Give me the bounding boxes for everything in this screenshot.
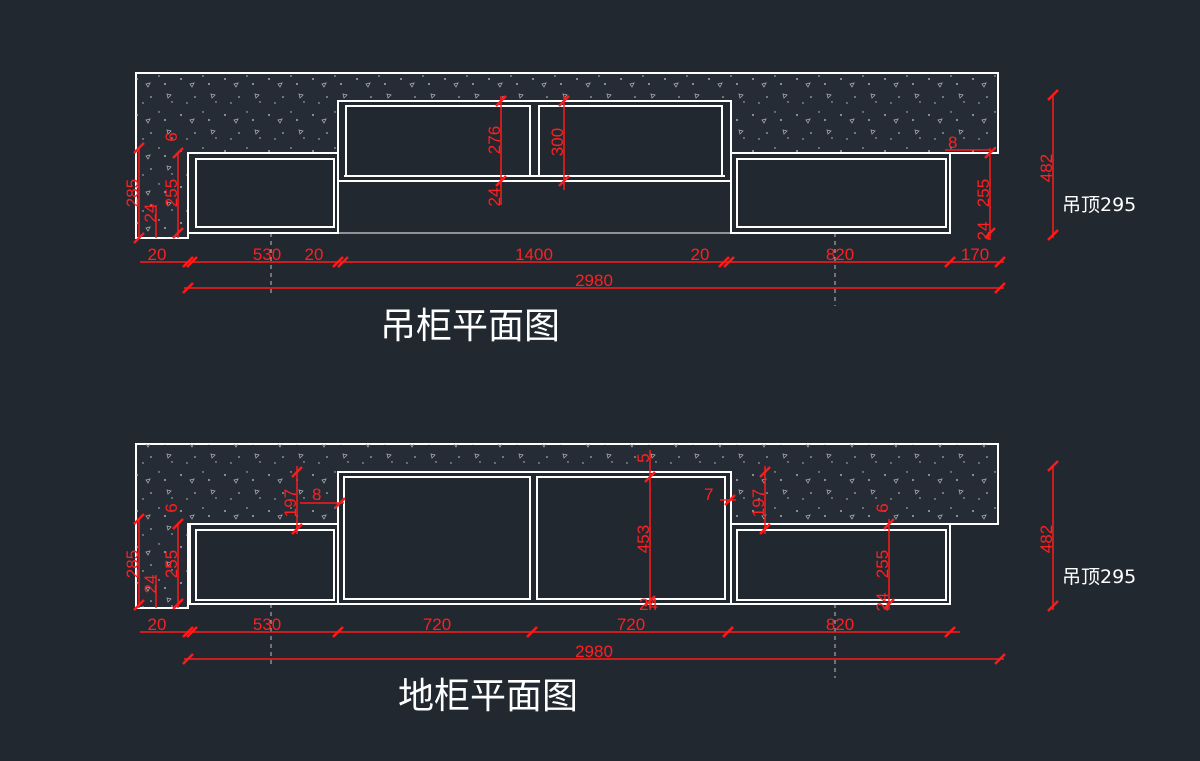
upper-dim-482: 482 bbox=[1037, 154, 1056, 182]
lower-right-cabinet bbox=[730, 523, 951, 605]
lower-dim-7: 7 bbox=[704, 485, 713, 504]
upper-dim-6: 6 bbox=[162, 132, 181, 141]
lower-dim-255: 255 bbox=[162, 550, 181, 578]
upper-dim-276: 276 bbox=[485, 126, 504, 154]
lower-dim-w530: 530 bbox=[253, 615, 281, 634]
upper-plan-title: 吊柜平面图 bbox=[380, 306, 560, 347]
lower-dim-6: 6 bbox=[162, 503, 181, 512]
lower-dim-197: 197 bbox=[281, 489, 300, 517]
upper-dim-255: 255 bbox=[162, 179, 181, 207]
upper-dim-300: 300 bbox=[548, 128, 567, 156]
lower-plan: 285 24 255 6 197 8 5 453 24 7 197 bbox=[123, 443, 1136, 717]
upper-dim-24: 24 bbox=[141, 204, 160, 223]
lower-dim-total: 2980 bbox=[575, 642, 613, 661]
lower-dim-w20: 20 bbox=[148, 615, 167, 634]
lower-dim-bottom: 24 bbox=[639, 595, 658, 614]
upper-dim-w1400: 1400 bbox=[515, 245, 553, 264]
upper-dim-24b: 24 bbox=[485, 188, 504, 207]
lower-side-note: 吊顶295 bbox=[1062, 566, 1136, 588]
upper-dim-w170: 170 bbox=[961, 245, 989, 264]
upper-dim-w20c: 20 bbox=[691, 245, 710, 264]
lower-left-cabinet bbox=[189, 523, 339, 605]
lower-dim-w720b: 720 bbox=[617, 615, 645, 634]
upper-dim-24r: 24 bbox=[974, 222, 993, 241]
upper-left-cabinet bbox=[187, 152, 339, 234]
upper-side-note: 吊顶295 bbox=[1062, 194, 1136, 216]
lower-dim-255r: 255 bbox=[873, 550, 892, 578]
upper-dim-8: 8 bbox=[948, 133, 957, 152]
lower-center-cabinet bbox=[337, 471, 732, 605]
lower-plan-title: 地柜平面图 bbox=[398, 676, 578, 717]
lower-dim-24: 24 bbox=[141, 575, 160, 594]
lower-dim-w820: 820 bbox=[826, 615, 854, 634]
lower-dim-5: 5 bbox=[634, 453, 653, 462]
lower-dim-24r: 24 bbox=[873, 593, 892, 612]
upper-dim-w20b: 20 bbox=[305, 245, 324, 264]
lower-dim-453: 453 bbox=[634, 525, 653, 553]
upper-dim-total: 2980 bbox=[575, 271, 613, 290]
upper-center-cabinet bbox=[337, 100, 732, 182]
lower-dim-197r: 197 bbox=[749, 489, 768, 517]
lower-dim-285: 285 bbox=[123, 550, 142, 578]
upper-dim-w530: 530 bbox=[253, 245, 281, 264]
upper-dim-w20a: 20 bbox=[148, 245, 167, 264]
lower-dim-482: 482 bbox=[1037, 525, 1056, 553]
upper-dim-285: 285 bbox=[123, 179, 142, 207]
upper-dim-w820: 820 bbox=[826, 245, 854, 264]
upper-dim-255r: 255 bbox=[974, 179, 993, 207]
lower-dim-w720a: 720 bbox=[423, 615, 451, 634]
upper-plan: 285 24 255 6 276 24 300 8 255 24 482 吊顶2… bbox=[123, 72, 1136, 347]
lower-dim-8: 8 bbox=[312, 485, 321, 504]
upper-right-cabinet bbox=[730, 152, 951, 234]
lower-dim-6r: 6 bbox=[873, 503, 892, 512]
